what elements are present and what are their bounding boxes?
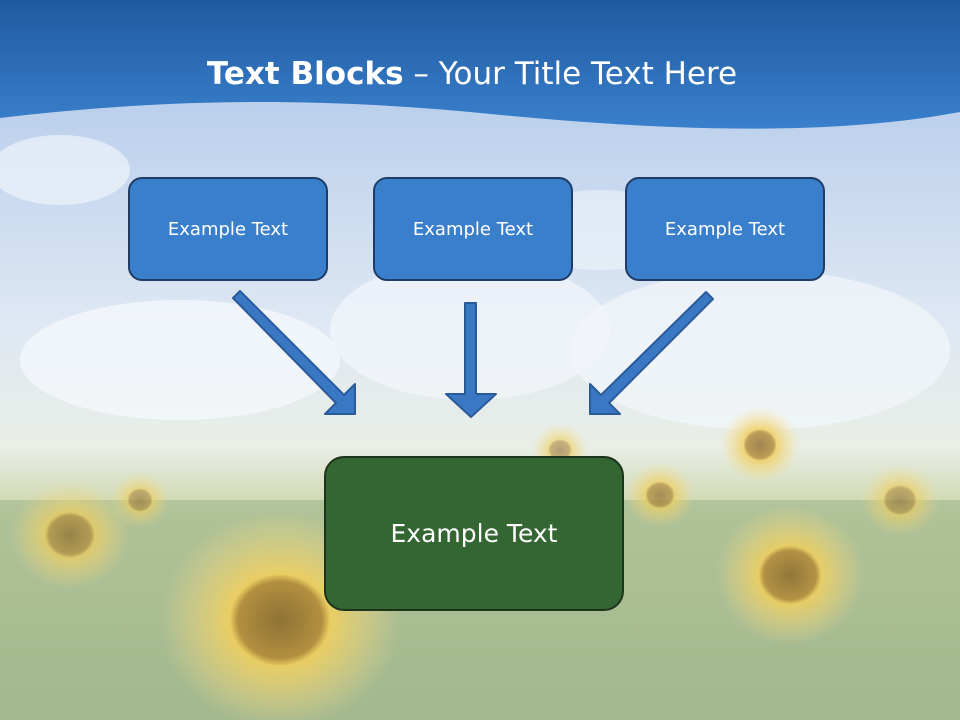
- text-block-result: Example Text: [324, 456, 624, 611]
- title-rest: Your Title Text Here: [438, 56, 738, 92]
- title-dash: –: [403, 56, 439, 92]
- text-block-center: Example Text: [373, 177, 573, 281]
- slide-title: Text Blocks – Your Title Text Here: [0, 52, 944, 96]
- text-block-left: Example Text: [128, 177, 328, 281]
- text-block-right: Example Text: [625, 177, 825, 281]
- title-bold: Text Blocks: [206, 56, 404, 92]
